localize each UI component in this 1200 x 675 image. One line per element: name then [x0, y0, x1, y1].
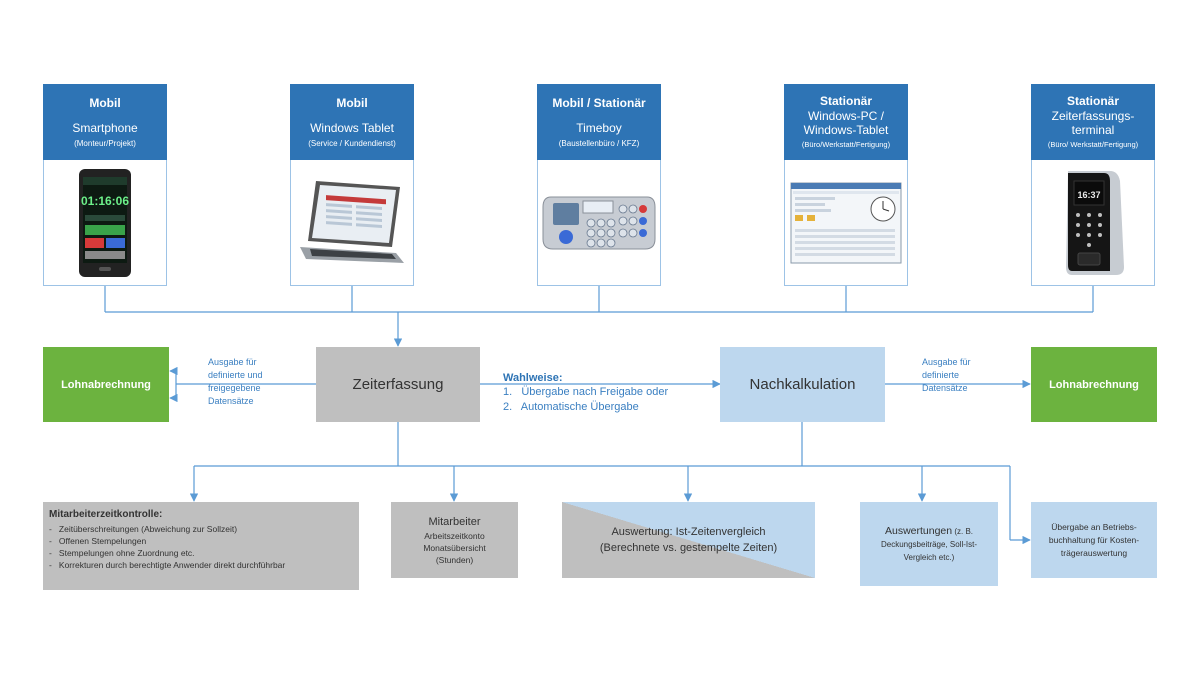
- device-name: Zeiterfassungs- terminal: [1051, 109, 1135, 137]
- device-mode: Mobil: [89, 95, 121, 110]
- employee-details: Arbeitszeitkonto Monatsübersicht (Stunde…: [423, 530, 486, 565]
- employee-title: Mitarbeiter: [428, 515, 481, 528]
- employee-time-control-box: Mitarbeiterzeitkontrolle: - Zeitüberschr…: [43, 502, 359, 590]
- evaluations-examples: (z. B. Deckungsbeiträge, Soll-Ist-Vergle…: [880, 526, 978, 562]
- device-image-tablet: [290, 160, 414, 286]
- evaluations-box: Auswertungen (z. B. Deckungsbeiträge, So…: [860, 502, 998, 586]
- device-mode: Mobil / Stationär: [552, 95, 646, 110]
- control-item: - Zeitüberschreitungen (Abweichung zur S…: [49, 524, 238, 534]
- device-header-terminal: Stationär Zeiterfassungs- terminal (Büro…: [1031, 84, 1155, 160]
- right-output-note: Ausgabe für definierte Datensätze: [922, 357, 971, 393]
- evaluations-title: Auswertungen: [884, 524, 953, 537]
- device-header-timeboy: Mobil / Stationär Timeboy (Baustellenbür…: [537, 84, 661, 160]
- timeboy-icon: [542, 196, 656, 249]
- device-name: Smartphone: [72, 120, 138, 135]
- accounting-transfer-box: Übergabe an Betriebs- buchhaltung für Ko…: [1031, 502, 1157, 578]
- device-header-tablet: Mobil Windows Tablet (Service / Kundendi…: [290, 84, 414, 160]
- smartphone-icon: 01:16:06: [79, 168, 131, 277]
- windows-pc-icon: [790, 182, 902, 263]
- time-tracking-box: Zeiterfassung: [316, 347, 480, 422]
- device-header-windows-pc: Stationär Windows-PC / Windows-Tablet (B…: [784, 84, 908, 160]
- device-usage: (Baustellenbüro / KFZ): [558, 138, 640, 148]
- control-item: - Offenen Stempelungen: [49, 536, 147, 546]
- device-image-windows-pc: [784, 160, 908, 286]
- device-header-smartphone: Mobil Smartphone (Monteur/Projekt): [43, 84, 167, 160]
- device-name: Timeboy: [576, 120, 622, 135]
- post-calculation-box: Nachkalkulation: [720, 347, 885, 422]
- device-mode: Stationär: [819, 94, 872, 108]
- options-title: Wahlweise:: [503, 372, 563, 384]
- left-output-note: Ausgabe für definierte und freigegebene …: [208, 357, 263, 406]
- control-item: - Stempelungen ohne Zuordnung etc.: [49, 548, 195, 558]
- device-usage: (Service / Kundendienst): [308, 138, 396, 148]
- device-image-terminal: 16:37: [1031, 160, 1155, 286]
- device-image-smartphone: 01:16:06: [43, 160, 167, 286]
- device-usage: (Monteur/Projekt): [74, 138, 136, 148]
- device-name: Windows Tablet: [310, 120, 394, 135]
- payroll-left: Lohnabrechnung: [43, 347, 169, 422]
- device-image-timeboy: [537, 160, 661, 286]
- transfer-options: Wahlweise: 1. Übergabe nach Freigabe ode…: [503, 371, 713, 415]
- device-mode: Stationär: [1066, 94, 1119, 108]
- transfer-text: Übergabe an Betriebs- buchhaltung für Ko…: [1048, 521, 1140, 558]
- terminal-clock: 16:37: [1077, 190, 1100, 200]
- payroll-right: Lohnabrechnung: [1031, 347, 1157, 422]
- option-item: 2. Automatische Übergabe: [503, 401, 639, 413]
- employee-box: Mitarbeiter Arbeitszeitkonto Monatsübers…: [391, 502, 518, 578]
- device-usage: (Büro/ Werkstatt/Fertigung): [1047, 140, 1139, 149]
- tablet-icon: [300, 180, 404, 263]
- terminal-icon: 16:37: [1066, 170, 1124, 275]
- control-item: - Korrekturen durch berechtigte Anwender…: [49, 560, 286, 570]
- comparison-text: Auswertung: Ist-Zeitenvergleich (Berechn…: [599, 526, 778, 554]
- device-name: Windows-PC / Windows-Tablet: [803, 109, 889, 137]
- device-mode: Mobil: [336, 95, 368, 110]
- device-usage: (Büro/Werkstatt/Fertigung): [801, 140, 891, 149]
- phone-clock: 01:16:06: [81, 194, 129, 208]
- control-title: Mitarbeiterzeitkontrolle:: [49, 509, 163, 520]
- option-item: 1. Übergabe nach Freigabe oder: [503, 386, 669, 398]
- time-comparison-box: Auswertung: Ist-Zeitenvergleich (Berechn…: [562, 502, 815, 578]
